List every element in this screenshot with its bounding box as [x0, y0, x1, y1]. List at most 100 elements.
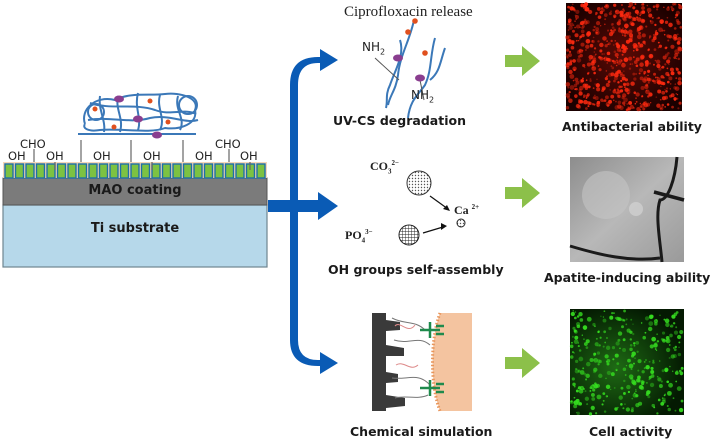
- speckle: [621, 96, 625, 100]
- speckle: [579, 370, 585, 375]
- speckle: [668, 35, 673, 39]
- speckle: [597, 330, 600, 334]
- speckle: [672, 322, 676, 325]
- speckle: [669, 88, 672, 90]
- speckle: [640, 19, 645, 24]
- speckle: [571, 341, 573, 344]
- speckle: [670, 354, 675, 359]
- speckle: [621, 4, 623, 6]
- speckle: [658, 44, 662, 48]
- speckle: [679, 25, 683, 29]
- speckle: [643, 72, 646, 75]
- speckle: [677, 38, 679, 40]
- speckle: [639, 105, 643, 108]
- speckle: [660, 107, 662, 110]
- speckle: [638, 72, 641, 75]
- speckle: [565, 82, 571, 87]
- speckle: [640, 95, 643, 98]
- speckle: [593, 47, 597, 50]
- speckle: [678, 5, 683, 10]
- speckle: [592, 66, 594, 69]
- speckle: [643, 367, 646, 370]
- speckle: [567, 29, 570, 31]
- pore-pillar: [224, 163, 235, 179]
- speckle: [578, 349, 582, 352]
- speckle: [627, 106, 629, 108]
- speckle: [604, 354, 609, 359]
- speckle: [668, 344, 671, 346]
- speckle: [597, 15, 602, 19]
- speckle: [608, 12, 612, 16]
- speckle: [635, 73, 637, 75]
- speckle: [585, 44, 590, 49]
- speckle: [639, 102, 642, 105]
- speckle: [649, 20, 652, 22]
- speckle: [645, 25, 648, 28]
- speckle: [648, 92, 653, 97]
- functional-group-stems: [33, 140, 251, 170]
- speckle: [636, 18, 639, 20]
- speckle: [635, 388, 637, 391]
- speckle: [623, 379, 626, 383]
- speckle: [632, 72, 636, 76]
- speckle: [663, 29, 666, 32]
- speckle: [623, 47, 627, 51]
- speckle: [663, 394, 666, 397]
- speckle: [657, 41, 660, 44]
- speckle: [623, 23, 629, 29]
- speckle: [615, 71, 619, 75]
- speckle: [601, 86, 606, 91]
- speckle: [610, 39, 613, 43]
- calcium-ion: [456, 218, 466, 228]
- speckle: [583, 99, 588, 105]
- speckle: [649, 382, 655, 388]
- speckle: [635, 97, 637, 100]
- speckle: [616, 44, 621, 49]
- speckle: [656, 80, 660, 84]
- speckle: [592, 96, 596, 100]
- speckle: [604, 23, 606, 26]
- speckle: [574, 88, 577, 91]
- speckle: [676, 41, 681, 45]
- speckle: [573, 352, 575, 354]
- speckle: [661, 399, 666, 404]
- speckle: [674, 371, 679, 375]
- speckle: [613, 76, 618, 81]
- speckle: [583, 66, 586, 69]
- speckle: [647, 326, 653, 332]
- speckle: [638, 31, 641, 35]
- speckle: [613, 16, 616, 19]
- speckle: [672, 347, 675, 349]
- speckle: [565, 35, 569, 40]
- speckle: [632, 43, 638, 48]
- speckle: [628, 67, 632, 70]
- speckle: [594, 325, 596, 328]
- speckle: [655, 349, 658, 351]
- speckle: [675, 326, 678, 329]
- speckle: [663, 6, 665, 8]
- speckle: [624, 86, 626, 88]
- speckle: [625, 82, 630, 87]
- speckle: [603, 56, 608, 62]
- speckle: [641, 95, 644, 98]
- speckle: [571, 40, 575, 43]
- speckle: [593, 357, 599, 363]
- speckle: [579, 26, 581, 29]
- speckle: [597, 345, 599, 347]
- speckle: [585, 373, 590, 379]
- speckle: [656, 79, 659, 82]
- speckle: [655, 96, 658, 98]
- speckle: [568, 50, 572, 54]
- speckle: [573, 83, 578, 88]
- speckle: [616, 362, 620, 366]
- speckle: [575, 359, 579, 364]
- speckle: [618, 27, 621, 30]
- substrate-stack: [2, 92, 268, 268]
- speckle: [573, 385, 576, 388]
- pore-pillar: [256, 163, 266, 179]
- speckle: [642, 78, 647, 83]
- speckle: [671, 105, 674, 109]
- speckle: [673, 312, 678, 317]
- speckle: [622, 367, 627, 372]
- speckle: [633, 392, 636, 394]
